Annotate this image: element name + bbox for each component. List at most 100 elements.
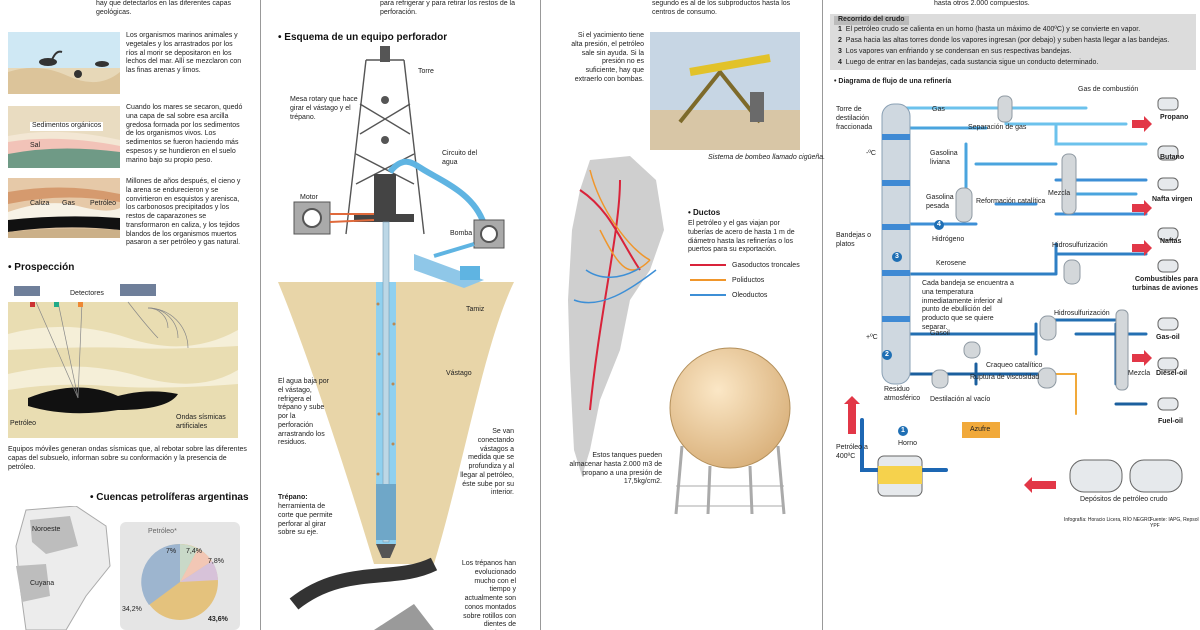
product-fuel: Fuel-oil (1158, 418, 1183, 425)
propane-tank-illustration (669, 347, 791, 515)
label-gasolina-pesada: Gasolina pesada (926, 194, 954, 210)
salt-layer-illustration (8, 106, 120, 168)
label-mezcla: Mezcla (1048, 190, 1071, 197)
layer1-text: Los organismos marinos animales y vegeta… (126, 32, 242, 74)
perforador-title: Esquema de un equipo perforador (278, 32, 447, 43)
label-tamiz: Tamiz (466, 306, 485, 313)
label-sedimentos: Sedimentos orgánicos (30, 122, 104, 131)
bandeja-text: Cada bandeja se encuentra a una temperat… (922, 280, 1014, 331)
cuencas-title: Cuencas petrolíferas argentinas (90, 492, 248, 503)
label-gasolina-liviana: Gasolina liviana (930, 150, 958, 166)
ductos-title: Ductos (688, 208, 720, 217)
prospeccion-title: Prospección (8, 262, 74, 273)
credits-left: Infografía: Horacio Licera, RÍO NEGRO (1064, 517, 1152, 523)
label-menos-c: -ºC (866, 150, 876, 157)
label-horno: Horno (898, 440, 918, 447)
pumpjack-photo (650, 32, 800, 150)
step-badge-3: 3 (892, 252, 902, 262)
label-torre: Torre (418, 68, 434, 75)
conectando-text: Se van conectando vástagos a medida que … (460, 428, 514, 497)
label-residuo: Residuo atmosférico (884, 386, 921, 402)
intro-text: hasta otros 2.000 compuestos. (934, 0, 1030, 7)
label-motor: Motor (300, 194, 318, 201)
pie-label: 7,8% (208, 558, 224, 565)
layer2-text: Cuando los mares se secaron, quedó una c… (126, 104, 243, 164)
label-craqueo: Craqueo catalítico (986, 362, 1043, 369)
trepanos-text: Los trépanos han evolucionado mucho con … (461, 560, 516, 629)
step-badge-1: 1 (898, 426, 908, 436)
label-hidrosulf1: Hidrosulfurización (1052, 242, 1108, 249)
label-petroleo: Petróleo (90, 200, 117, 207)
label-detectores: Detectores (70, 290, 104, 297)
product-propano: Propano (1160, 114, 1189, 121)
legend-item: Gasoductos troncales (690, 262, 800, 271)
bombeo-caption: Sistema de bombeo llamado cigüeña. (708, 154, 826, 161)
label-circuito: Circuito del agua (442, 150, 478, 166)
step: 3 Los vapores van enfriando y se condens… (838, 48, 1072, 55)
oil-layer-illustration (8, 178, 120, 238)
step: 4 Luego de entrar en las bandejas, cada … (838, 59, 1099, 66)
product-combustibles: Combustibles para turbinas de aviones (1132, 276, 1198, 292)
column-divider (540, 0, 541, 630)
label-gas: Gas (62, 200, 75, 207)
layer3-text: Millones de años después, el cieno y la … (126, 178, 241, 247)
pie-label: 43,6% (208, 616, 228, 623)
label-noroeste: Noroeste (32, 526, 61, 533)
drilling-rig-diagram (264, 46, 540, 630)
pie-label: 7,4% (186, 548, 202, 555)
product-butano: Butano (1160, 154, 1185, 161)
label-ruptura: Ruptura de viscosidad (970, 374, 1040, 381)
label-separacion: Separación de gas (968, 124, 1027, 131)
label-sal: Sal (30, 142, 41, 149)
agua-text: El agua baja por el vástago, refrigera e… (278, 378, 329, 447)
pipeline-map (568, 156, 664, 476)
pie-title: Petróleo* (148, 528, 177, 535)
label-destilacion: Destilación al vacío (930, 396, 991, 403)
trepano-title: Trépano: (278, 494, 308, 501)
label-mezcla2: Mezcla (1128, 370, 1151, 377)
intro-text: para refrigerar y para retirar los resto… (380, 0, 515, 16)
trepano-text: herramienta de corte que permite perfora… (278, 503, 333, 537)
label-gas: Gas (932, 106, 945, 113)
recorrido-title: Recorrido del crudo (834, 16, 909, 25)
label-vastago: Vástago (446, 370, 472, 377)
label-hidrosulf2: Hidrosulfurización (1054, 310, 1110, 317)
step-badge-2: 2 (882, 350, 892, 360)
petroleo-pie-chart (141, 543, 218, 620)
column-divider (822, 0, 823, 630)
seismic-prospecting-illustration (8, 284, 238, 438)
step-badge-4: 4 (934, 220, 944, 230)
label-caliza: Caliza (30, 200, 50, 207)
column-divider (260, 0, 261, 630)
step: 2 Pasa hacia las altas torres donde los … (838, 37, 1170, 44)
label-ondas: Ondas sísmicas artificiales (176, 414, 226, 430)
ductos-text: El petróleo y el gas viajan por tuberías… (688, 220, 795, 254)
label-azufre: Azufre (970, 426, 991, 433)
label-gas-combustion: Gas de combustión (1078, 86, 1139, 93)
label-petroleo400: Petróleo a 400ºC (836, 444, 868, 460)
label-hidrogeno: Hidrógeno (932, 236, 965, 243)
argentina-basins-map (15, 506, 111, 630)
intro-text: segundo es al de los subproductos hasta … (652, 0, 791, 16)
label-cuyana: Cuyana (30, 580, 55, 587)
legend-item: Oleoductos (690, 292, 767, 301)
product-diesel: Diésel-oil (1156, 370, 1188, 377)
label-petroleo-prospeccion: Petróleo (10, 420, 37, 427)
legend-swatch (690, 264, 726, 267)
label-depositos: Depósitos de petróleo crudo (1080, 496, 1168, 503)
label-gasoil: Gasoil (930, 330, 950, 337)
tanque-text: Estos tanques pueden almacenar hasta 2.0… (569, 452, 662, 486)
label-bandejas: Bandejas o platos (836, 232, 872, 248)
product-gas-oil: Gas-oil (1156, 334, 1180, 341)
label-mesa: Mesa rotary que hace girar el vástago y … (290, 96, 358, 121)
pie-label: 7% (166, 548, 177, 555)
pie-label: 34,2% (122, 606, 142, 613)
credits-right: Fuente: IAPG, Repsol YPF (1150, 517, 1199, 530)
step: 1 El petróleo crudo se calienta en un ho… (838, 26, 1141, 33)
diagram-title: Diagrama de flujo de una refinería (834, 78, 951, 87)
label-bomba: Bomba (450, 230, 473, 237)
product-naftas: Naftas (1160, 238, 1182, 245)
label-kerosene: Kerosene (936, 260, 966, 267)
legend-swatch (690, 279, 726, 282)
product-nafta-virgen: Nafta virgen (1152, 196, 1193, 203)
